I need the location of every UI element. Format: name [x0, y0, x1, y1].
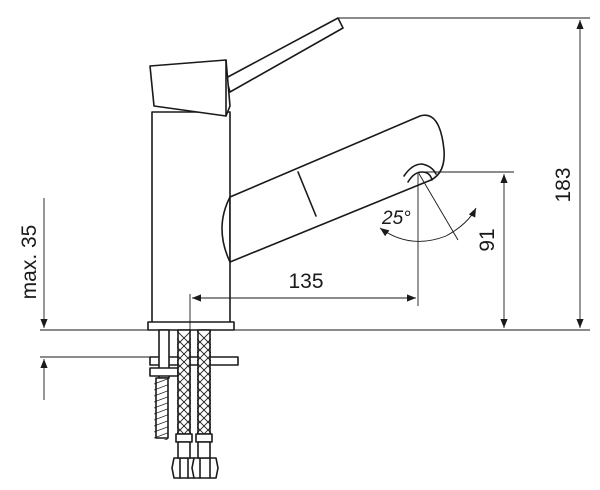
faucet-base: [147, 321, 235, 331]
spout-seam: [297, 171, 317, 217]
aerator-inner: [407, 171, 433, 183]
label-spout-angle: 25°: [381, 208, 411, 229]
lever-hub: [149, 59, 231, 117]
aerator: [403, 163, 437, 177]
threaded-bolt: [155, 377, 169, 439]
faucet-body: [147, 17, 445, 331]
dimension-lines: 183 91 135 max. 35 25°: [18, 17, 590, 400]
stud-nut: [149, 367, 179, 377]
angle-ray: [417, 171, 459, 241]
label-total-height: 183: [552, 167, 575, 202]
ferrule-right: [195, 433, 213, 443]
angle-arc-left: [379, 227, 447, 242]
angle-arc-right: [445, 207, 477, 237]
lever-handle: [225, 17, 344, 93]
spout: [229, 114, 445, 263]
ferrule-left: [175, 433, 193, 443]
label-outlet-height: 91: [476, 228, 499, 251]
mounting-plate: [149, 356, 239, 366]
faucet-column: [151, 111, 231, 325]
hoses-and-mounting: [149, 329, 239, 479]
label-mount-thickness: max. 35: [18, 225, 41, 300]
nut-right: [191, 457, 219, 479]
label-spout-reach: 135: [288, 270, 323, 293]
spout-bulge: [221, 196, 231, 263]
